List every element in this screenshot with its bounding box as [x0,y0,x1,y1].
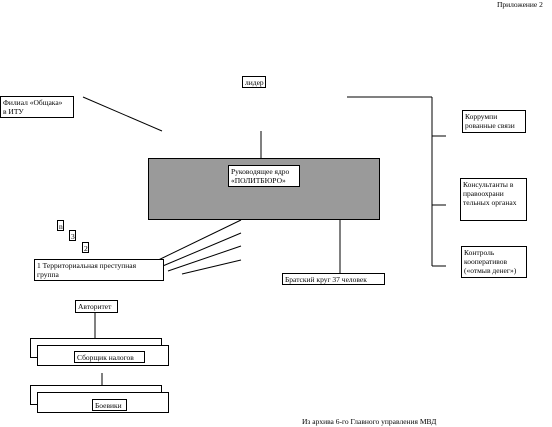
marker-3-label: 3 [71,232,75,241]
leader-box: лидер [242,76,266,88]
branch-box: Филиал «Общака» в ИТУ [0,96,74,118]
fan-line-3 [167,245,242,272]
territorial-line-1: 1 Территориальная преступная [37,261,137,270]
tax-collector-label: Сборщик налогов [77,353,134,362]
territorial-line-2: группа [37,270,59,279]
consultants-box: Консультанты в правоохрани тельных орган… [460,178,527,221]
corrupt-ties-line-2: рованные связи [465,121,515,130]
leader-label: лидер [245,78,264,87]
territorial-group-box: 1 Территориальная преступная группа [34,259,164,281]
coop-control-line-3: («отмыв денег») [464,266,517,275]
core-line-1: Руководящее ядро [231,167,290,176]
authority-label: Авторитет [78,302,112,311]
fighters-label: Боевики [95,401,122,410]
branch-connector [82,96,163,132]
appendix-label: Приложение 2 [497,0,543,9]
coop-control-line-2: кооперативов [464,257,508,266]
consultants-line-1: Консультанты в [463,180,514,189]
brotherhood-label: Братский круг 37 человек [285,275,367,284]
fan-line-2 [157,232,242,269]
fan-line-4 [181,259,242,275]
core-label-box: Руководящее ядро «ПОЛИТБЮРО» [228,165,300,187]
source-note: Из архива 6-го Главного управления МВД [302,417,437,426]
marker-2: 2 [82,242,89,253]
marker-n: n [57,220,64,231]
corrupt-ties-box: Коррумпи рованные связи [462,110,526,133]
fighters-box: Боевики [92,399,127,411]
brotherhood-box: Братский круг 37 человек [282,273,385,285]
coop-control-box: Контроль кооперативов («отмыв денег») [461,246,527,278]
branch-line-1: Филиал «Общака» [3,98,63,107]
coop-control-line-1: Контроль [464,248,495,257]
consultants-line-2: правоохрани [463,189,504,198]
core-line-2: «ПОЛИТБЮРО» [231,176,286,185]
authority-box: Авторитет [75,300,118,313]
corrupt-ties-line-1: Коррумпи [465,112,498,121]
fan-line-1 [147,219,242,266]
branch-line-2: в ИТУ [3,107,24,116]
marker-3: 3 [69,230,76,241]
marker-n-label: n [59,222,63,231]
consultants-line-3: тельных органах [463,198,517,207]
tax-collector-box: Сборщик налогов [74,351,145,363]
marker-2-label: 2 [84,244,88,253]
